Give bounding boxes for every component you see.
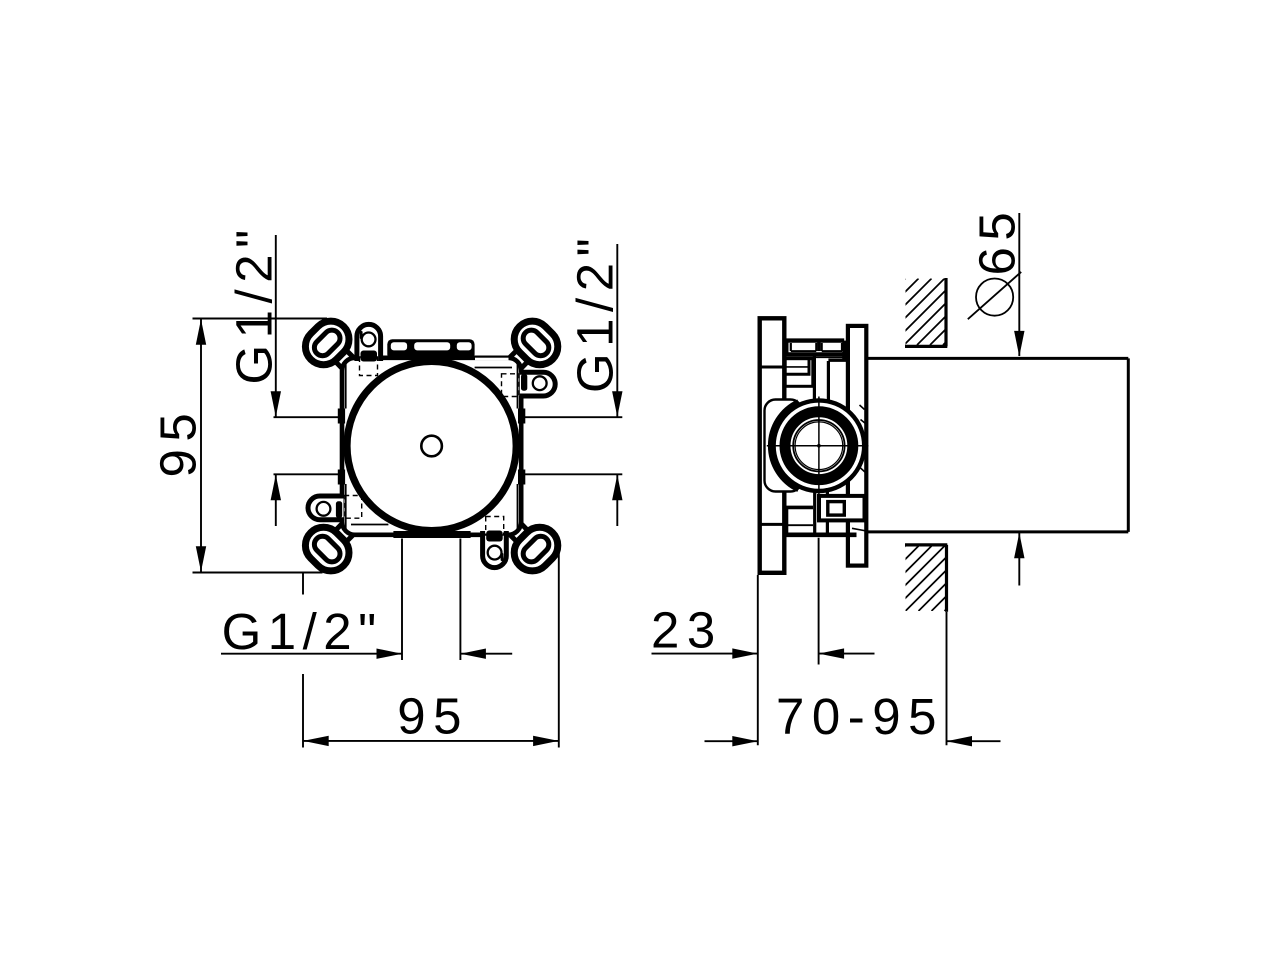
svg-text:23: 23 xyxy=(651,602,723,659)
svg-text:95: 95 xyxy=(150,406,207,478)
svg-text:70-95: 70-95 xyxy=(776,688,944,745)
svg-text:65: 65 xyxy=(969,206,1026,276)
svg-text:G1/2": G1/2" xyxy=(566,232,623,393)
svg-text:G1/2": G1/2" xyxy=(226,223,283,384)
svg-text:G1/2": G1/2" xyxy=(222,603,383,660)
svg-text:95: 95 xyxy=(397,688,469,745)
